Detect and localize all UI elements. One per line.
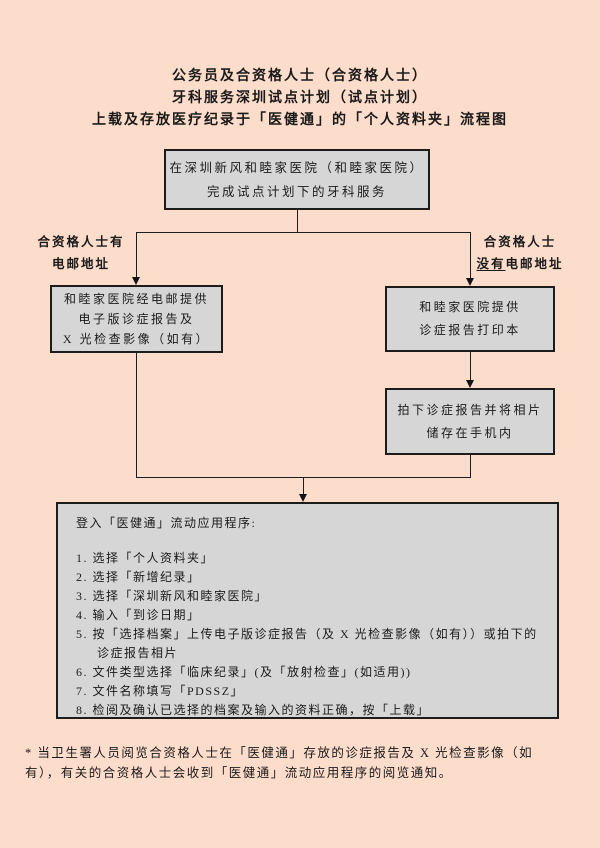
branch-label-no-email: 合资格人士 没有电邮地址 [465, 231, 575, 275]
title-line-3: 上载及存放医疗纪录于「医健通」的「个人资料夹」流程图 [92, 113, 508, 128]
flow-box-email-report-line-2: 电子版诊症报告及 [78, 312, 195, 326]
app-step-7: 7. 文件名称填写「PDSSZ」 [76, 684, 245, 698]
flow-box-printed-report-line-1: 和睦家医院提供 [419, 300, 521, 314]
branch-label-has-email-line-1: 合资格人士有 [37, 235, 125, 249]
connector-merge-horizontal [136, 477, 471, 478]
branch-label-no-email-line-2: 没有电邮地址 [465, 253, 575, 275]
connector-right-branch-vertical [470, 232, 471, 278]
footnote-line-1: * 当卫生署人员阅览合资格人士在「医健通」存放的诊症报告及 X 光检查影像（如 [25, 746, 534, 760]
flow-box-photo-report: 拍下诊症报告并将相片 储存在手机内 [385, 388, 555, 455]
app-step-5-continuation: 诊症报告相片 [97, 646, 179, 660]
connector-top-vertical [297, 210, 298, 232]
footnote: * 当卫生署人员阅览合资格人士在「医健通」存放的诊症报告及 X 光检查影像（如 … [25, 744, 585, 783]
app-step-6: 6. 文件类型选择「临床纪录」(及「放射检查」(如适用)) [76, 665, 412, 679]
flow-box-dental-service-line-2: 完成试点计划下的牙科服务 [206, 184, 387, 199]
connector-left-branch-vertical [136, 232, 137, 277]
connector-branch-horizontal [136, 232, 471, 233]
flow-box-email-report-line-3: X 光检查影像（如有） [62, 332, 211, 346]
app-step-2: 2. 选择「新增纪录」 [76, 570, 201, 584]
footnote-line-2: 有），有关的合资格人士会收到「医健通」流动应用程序的阅览通知。 [25, 765, 453, 780]
connector-left-merge-vertical [136, 353, 137, 477]
flow-box-photo-report-line-1: 拍下诊症报告并将相片 [397, 402, 543, 417]
connector-print-to-photo-vertical [470, 352, 471, 380]
arrow-down-left-branch-icon [132, 277, 140, 285]
flow-box-printed-report: 和睦家医院提供 诊症报告打印本 [385, 286, 555, 352]
branch-label-has-email-line-2: 电邮地址 [51, 257, 110, 271]
flow-box-dental-service-line-1: 在深圳新风和睦家医院（和睦家医院） [169, 160, 425, 175]
title-line-1: 公务员及合资格人士（合资格人士） [172, 69, 428, 84]
flow-box-dental-service: 在深圳新风和睦家医院（和睦家医院） 完成试点计划下的牙科服务 [164, 149, 430, 210]
connector-merge-center-vertical [303, 478, 304, 494]
arrow-down-app-icon [299, 494, 307, 502]
branch-label-no-email-rest: 电邮地址 [505, 257, 564, 271]
app-step-1: 1. 选择「个人资料夹」 [76, 551, 215, 565]
arrow-down-right-branch-icon [466, 278, 474, 286]
app-step-8: 8. 检阅及确认已选择的档案及输入的资料正确，按「上载」 [76, 703, 431, 717]
branch-label-has-email: 合资格人士有 电邮地址 [26, 231, 136, 275]
flow-box-printed-report-line-2: 诊症报告打印本 [419, 323, 521, 337]
page-title: 公务员及合资格人士（合资格人士） 牙科服务深圳试点计划（试点计划） 上载及存放医… [0, 66, 600, 132]
app-instructions-header: 登入「医健通」流动应用程序: [76, 516, 257, 530]
app-step-5: 5. 按「选择档案」上传电子版诊症报告（及 X 光检查影像（如有））或拍下的 [76, 627, 538, 641]
title-line-2: 牙科服务深圳试点计划（试点计划） [172, 91, 428, 106]
app-step-3: 3. 选择「深圳新风和睦家医院」 [76, 589, 269, 603]
connector-right-merge-vertical [470, 455, 471, 477]
branch-label-no-email-underlined: 没有 [476, 257, 506, 271]
arrow-down-photo-icon [466, 380, 474, 388]
flow-box-app-instructions: 登入「医健通」流动应用程序: 1. 选择「个人资料夹」 2. 选择「新增纪录」 … [56, 502, 559, 719]
flow-box-email-report-line-1: 和睦家医院经电邮提供 [63, 292, 209, 306]
flow-box-photo-report-line-2: 储存在手机内 [426, 425, 514, 440]
flow-box-email-report: 和睦家医院经电邮提供 电子版诊症报告及 X 光检查影像（如有） [50, 285, 223, 353]
branch-label-no-email-line-1: 合资格人士 [483, 235, 557, 249]
app-step-4: 4. 输入「到诊日期」 [76, 608, 201, 622]
